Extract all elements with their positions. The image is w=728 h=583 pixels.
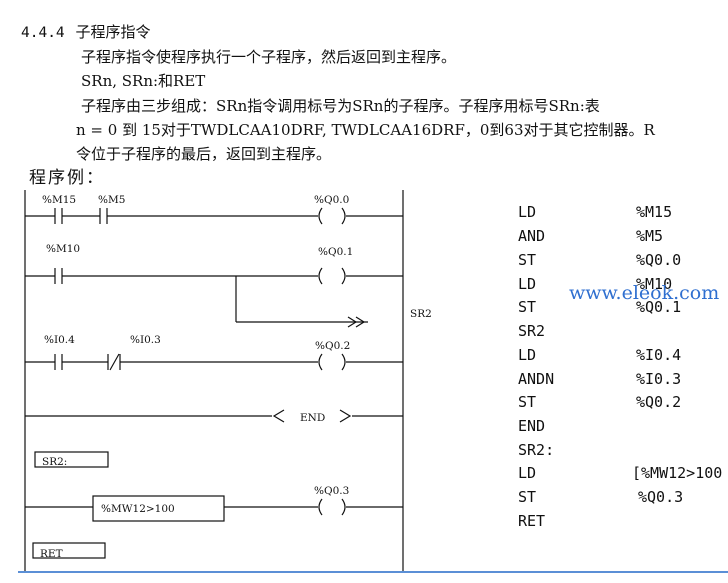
- contact-i04-label: %I0.4: [44, 334, 75, 346]
- il-instr: AND: [518, 227, 546, 245]
- il-instr: ST: [518, 251, 537, 269]
- il-operand: %Q0.2: [636, 393, 682, 411]
- compare-block: [92, 495, 225, 522]
- jump-arrow-1: [347, 316, 358, 328]
- example-label: 程序例：: [29, 168, 105, 188]
- rung-3: %I0.4 %I0.3 %Q0.2: [25, 334, 403, 371]
- il-operand: %M5: [636, 227, 664, 245]
- coil-q03-label: %Q0.3: [314, 485, 349, 497]
- ladder-diagram: %M15 %M5 %Q0.0 %M10 %Q0.1 SR2 %I0.4 %I0.…: [24, 190, 432, 573]
- compare-expression: %MW12>100: [101, 503, 175, 515]
- il-operand: [%MW12>100: [632, 464, 723, 482]
- il-operand: %M15: [636, 203, 673, 221]
- paragraph-line-5: 令位于子程序的最后，返回到主程序。: [76, 145, 332, 163]
- end-label: END: [300, 412, 325, 424]
- il-instr: ANDN: [518, 370, 555, 388]
- il-operand: %Q0.0: [636, 251, 682, 269]
- il-operand: %Q0.3: [638, 488, 684, 506]
- coil-q01-label: %Q0.1: [318, 246, 353, 258]
- rung-1: %M15 %M5 %Q0.0: [25, 194, 403, 225]
- return-label: RET: [40, 548, 63, 560]
- il-instr: LD: [518, 346, 537, 364]
- contact-m5-label: %M5: [98, 194, 125, 206]
- il-instr: ST: [518, 488, 537, 506]
- subroutine-label-box: SR2:: [34, 451, 109, 468]
- rung-end: END: [25, 409, 403, 424]
- section-title: 子程序指令: [75, 23, 151, 41]
- paragraph-line-2: SRn, SRn:和RET: [81, 72, 206, 90]
- contact-m10-label: %M10: [46, 243, 80, 255]
- contact-i03-negation: [109, 353, 120, 371]
- paragraph-line-3: 子程序由三步组成：SRn指令调用标号为SRn的子程序。子程序用标号SRn:表: [81, 97, 600, 115]
- coil-q00-label: %Q0.0: [314, 194, 349, 206]
- il-instr: SR2: [518, 322, 546, 340]
- il-instr: RET: [518, 512, 546, 530]
- coil-q00-left: [318, 207, 323, 225]
- rung-2: %M10 %Q0.1 SR2: [25, 243, 432, 328]
- section-number: 4.4.4: [21, 25, 65, 41]
- paragraph-line-4: n = 0 到 15对于TWDLCAA10DRF, TWDLCAA16DRF，0…: [76, 121, 655, 139]
- contact-i03-label: %I0.3: [130, 334, 161, 346]
- section-heading: 4.4.4 子程序指令: [21, 22, 150, 43]
- coil-q00-right: [341, 207, 346, 225]
- il-instr: LD: [518, 203, 537, 221]
- jump-sr2-label: SR2: [410, 308, 432, 320]
- jump-arrow-2: [355, 316, 366, 328]
- il-operand: %M10: [636, 275, 673, 293]
- il-instr: END: [518, 417, 546, 435]
- watermark: www.eleok.com: [569, 282, 720, 304]
- il-instr: SR2:: [518, 441, 555, 459]
- subroutine-label: SR2:: [42, 456, 67, 468]
- il-instr: ST: [518, 298, 537, 316]
- return-box: RET: [32, 542, 106, 560]
- il-instr: LD: [518, 275, 537, 293]
- il-instr: LD: [518, 464, 537, 482]
- contact-m15-label: %M15: [42, 194, 76, 206]
- rung-5: %MW12>100 %Q0.3: [25, 485, 403, 522]
- il-operand: %Q0.1: [636, 298, 682, 316]
- coil-q02-label: %Q0.2: [315, 340, 350, 352]
- paragraph-line-1: 子程序指令使程序执行一个子程序，然后返回到主程序。: [81, 48, 457, 66]
- il-operand: %I0.3: [636, 370, 682, 388]
- bottom-divider: [18, 571, 728, 573]
- il-operand: %I0.4: [636, 346, 682, 364]
- il-instr: ST: [518, 393, 537, 411]
